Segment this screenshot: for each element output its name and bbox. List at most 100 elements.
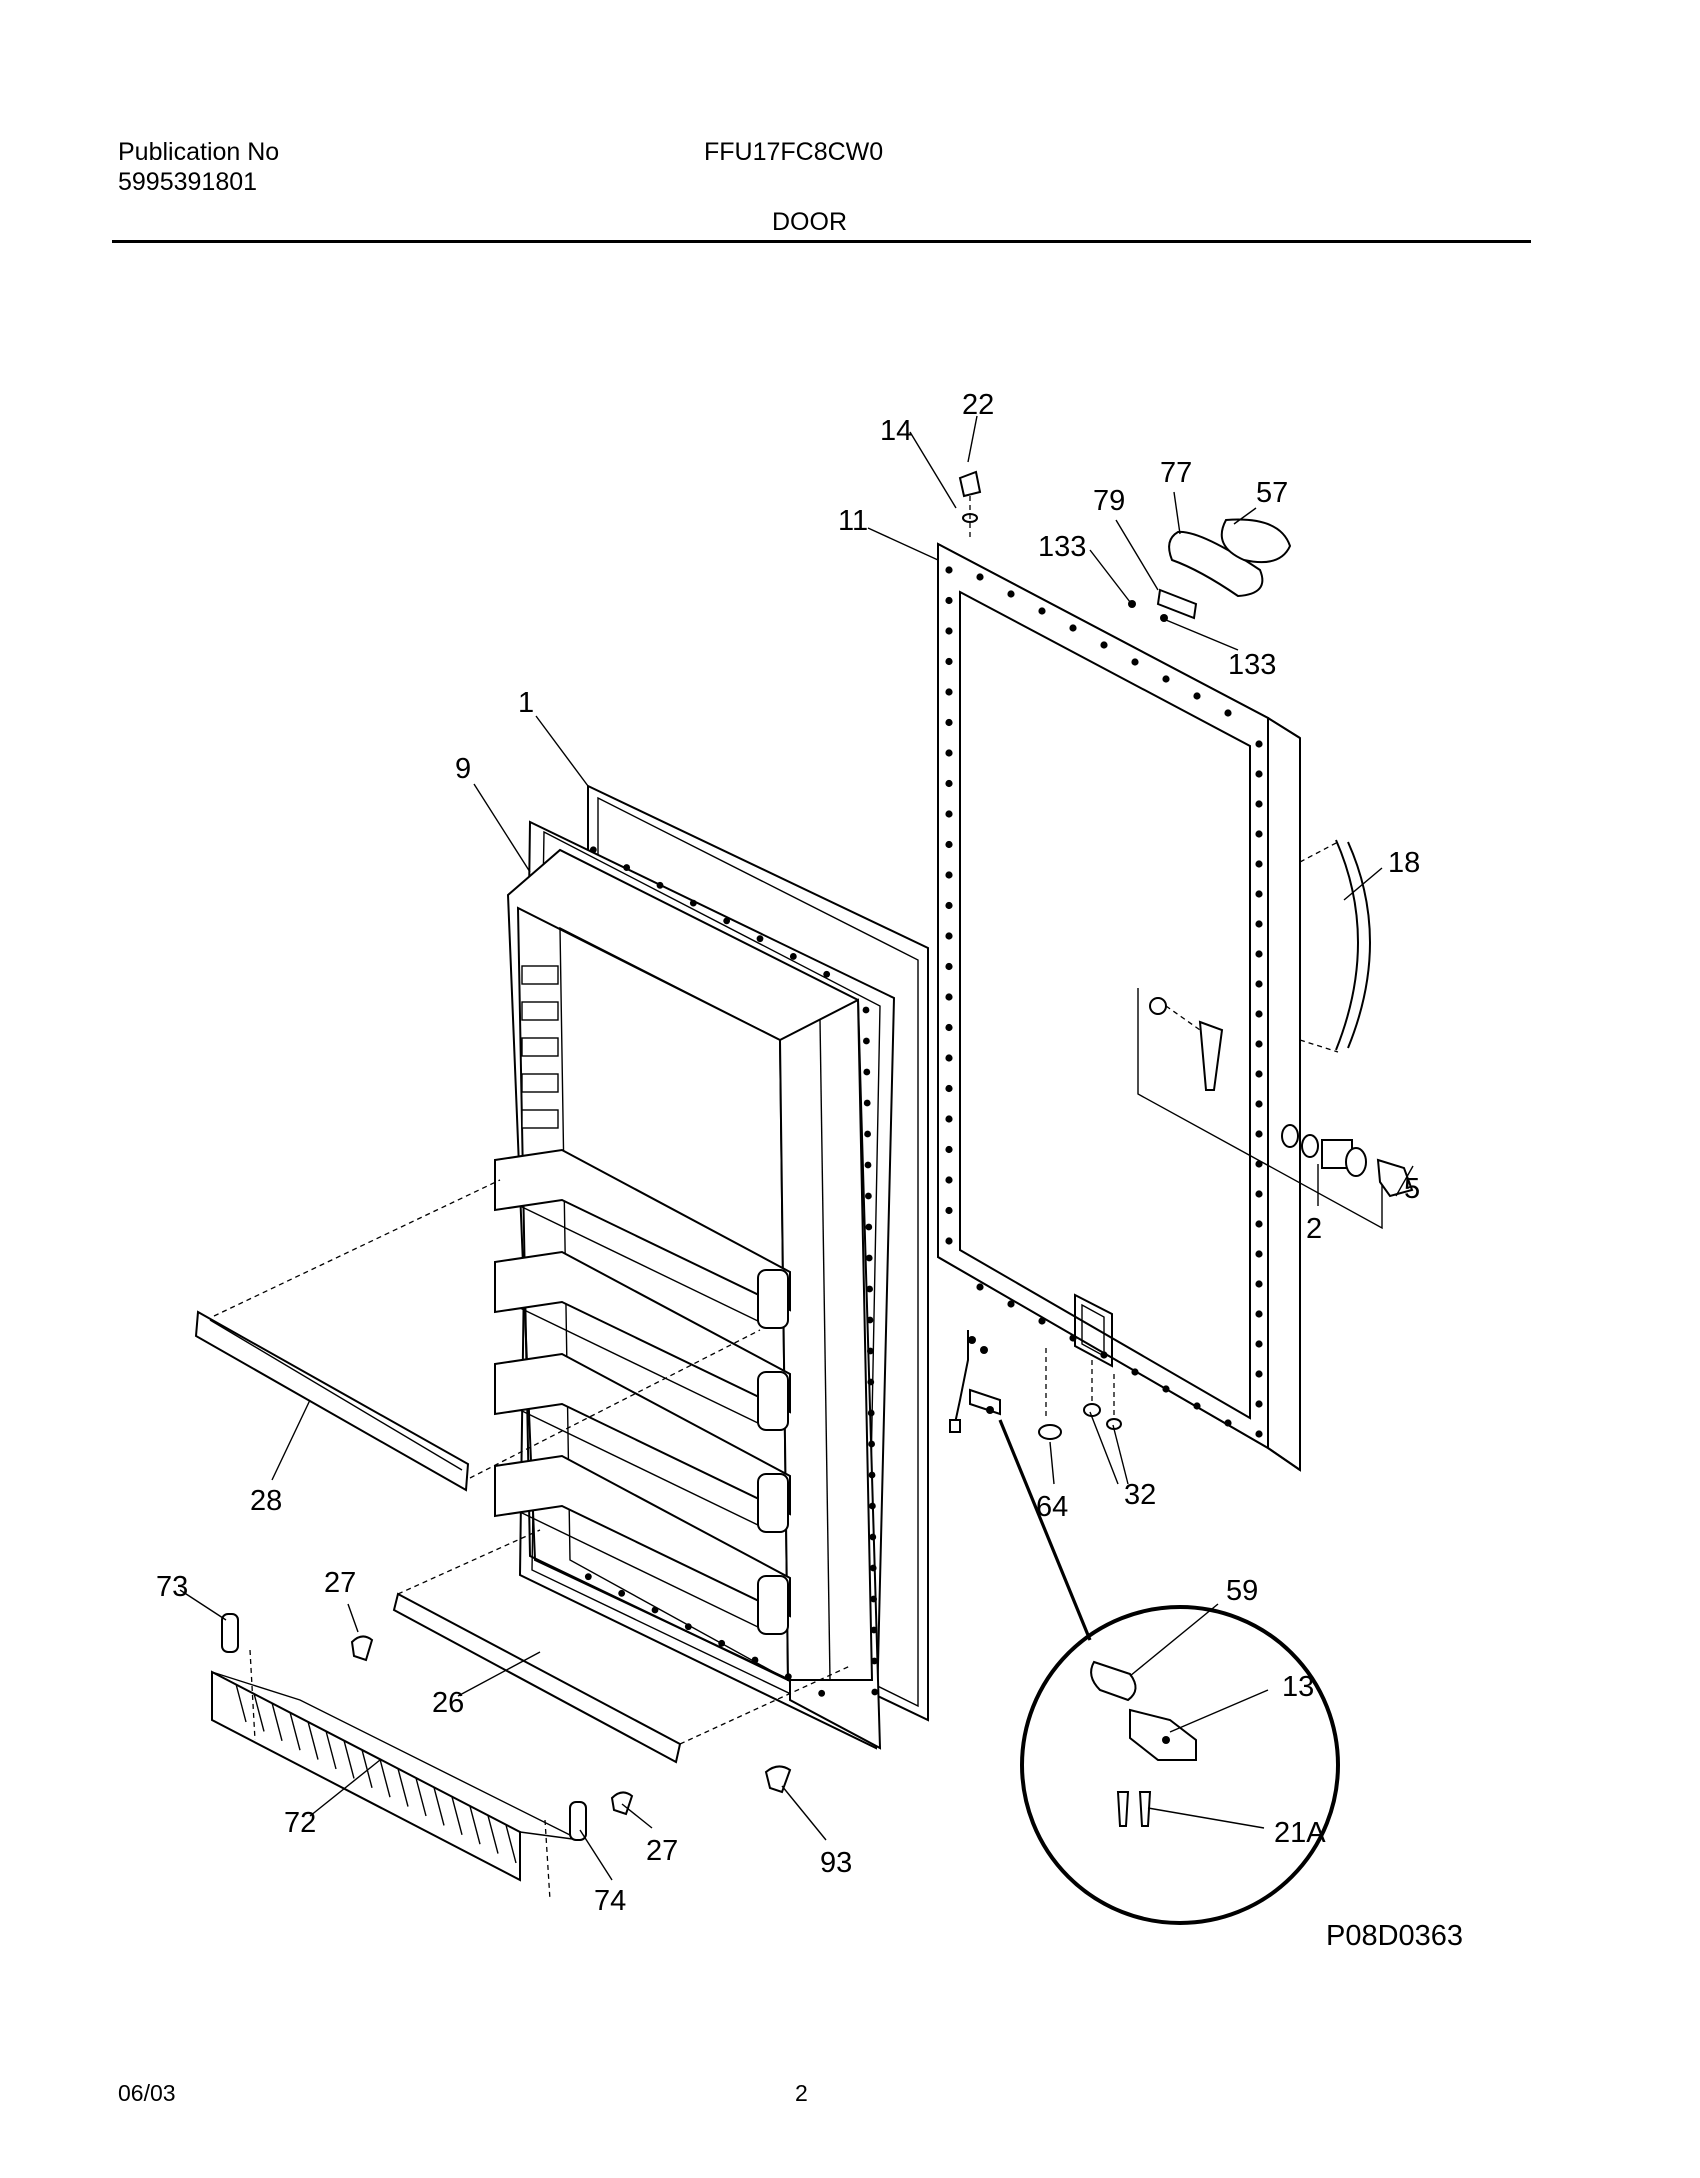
panel-hole — [945, 749, 953, 757]
liner-hole — [623, 864, 631, 871]
door-bin — [494, 1454, 791, 1618]
panel-hole — [1162, 1385, 1170, 1393]
panel-hole — [945, 627, 953, 635]
panel-hole — [1131, 658, 1139, 666]
panel-hole — [945, 1237, 953, 1245]
panel-hole — [1255, 1250, 1263, 1258]
panel-hole — [1255, 1190, 1263, 1198]
callout-1: 1 — [518, 687, 534, 719]
figure-id: P08D0363 — [1326, 1920, 1464, 1952]
door-bin-lip — [519, 1205, 761, 1323]
callout-93: 93 — [820, 1847, 852, 1879]
basket-rib — [505, 1824, 517, 1864]
callout-9: 9 — [455, 753, 471, 785]
panel-hole — [945, 962, 953, 971]
door-bin — [494, 1352, 791, 1516]
panel-hole — [945, 1023, 953, 1032]
section-title: DOOR — [772, 208, 847, 236]
door-handle-18 — [1335, 839, 1359, 1051]
panel-hole — [945, 566, 953, 574]
callout-21a: 21A — [1274, 1817, 1326, 1849]
publication-label: Publication No — [118, 138, 280, 166]
liner-hole — [584, 1573, 592, 1581]
door-bin-end — [757, 1575, 789, 1635]
callout-2: 2 — [1306, 1213, 1322, 1245]
lock-assembly — [1137, 988, 1414, 1230]
liner-hole — [867, 1347, 874, 1355]
panel-hole — [1255, 980, 1263, 988]
callout-79: 79 — [1093, 485, 1125, 517]
callout-26: 26 — [432, 1687, 464, 1719]
basket-rib — [307, 1721, 319, 1760]
liner-hole — [818, 1689, 826, 1697]
panel-hole — [1255, 860, 1263, 868]
liner-hole — [868, 1440, 875, 1448]
panel-hole — [1255, 830, 1263, 838]
door-bin-lip — [519, 1307, 761, 1425]
panel-hole — [945, 596, 953, 605]
liner-hole — [867, 1378, 875, 1386]
liner-hole — [756, 935, 764, 943]
liner-hole — [867, 1409, 875, 1417]
callout-27-lower: 27 — [646, 1835, 678, 1867]
shelf-rail-26 — [392, 1529, 851, 1764]
panel-hole — [1007, 1300, 1015, 1308]
panel-hole — [1255, 1310, 1263, 1318]
panel-hole — [945, 1206, 953, 1215]
liner-hole — [751, 1656, 759, 1664]
panel-hole — [945, 840, 953, 849]
basket-rib — [469, 1806, 481, 1845]
panel-hole — [1224, 1419, 1232, 1427]
liner-hole — [862, 1006, 870, 1014]
panel-hole — [1255, 740, 1263, 748]
panel-hole — [945, 1145, 953, 1154]
panel-hole — [1255, 1340, 1263, 1348]
basket-rib — [433, 1787, 445, 1826]
panel-hole — [945, 779, 953, 788]
door-bin — [494, 1250, 791, 1414]
panel-hole — [1069, 624, 1077, 632]
liner-hole — [863, 1068, 871, 1076]
liner-hole — [656, 881, 664, 889]
liner-hole — [784, 1673, 792, 1681]
liner-hole — [864, 1161, 872, 1169]
basket-rib — [397, 1768, 409, 1807]
panel-hole — [1162, 675, 1170, 683]
liner-hole — [823, 970, 831, 978]
panel-hole — [1255, 1010, 1263, 1018]
panel-hole — [1255, 950, 1263, 958]
callout-73: 73 — [156, 1571, 188, 1603]
panel-hole — [1193, 1402, 1201, 1410]
basket-rib — [415, 1777, 427, 1817]
liner-hole — [869, 1564, 877, 1572]
panel-hole — [1255, 890, 1263, 898]
liner-hole — [618, 1589, 626, 1597]
callout-5: 5 — [1404, 1173, 1420, 1205]
basket-rib — [325, 1730, 337, 1770]
callout-74: 74 — [594, 1885, 626, 1917]
panel-hole — [1255, 1370, 1263, 1378]
panel-hole — [945, 718, 953, 727]
liner-hole — [865, 1192, 872, 1200]
liner-hole — [718, 1639, 726, 1647]
liner-hole — [869, 1533, 877, 1541]
door-liner — [494, 784, 929, 1750]
callout-32: 32 — [1124, 1479, 1156, 1511]
callout-59: 59 — [1226, 1575, 1258, 1607]
door-bin-end — [757, 1269, 789, 1329]
shelf-rail-28 — [194, 1179, 761, 1492]
panel-hole — [1007, 590, 1015, 598]
footer-date: 06/03 — [118, 2080, 176, 2106]
panel-hole — [945, 1084, 953, 1093]
callout-77: 77 — [1160, 457, 1192, 489]
basket-rib — [289, 1712, 301, 1751]
outer-door-panel — [937, 542, 1301, 1472]
callout-28: 28 — [250, 1485, 282, 1517]
liner-hole — [870, 1595, 877, 1603]
panel-hole — [1255, 920, 1263, 928]
panel-hole — [1255, 1100, 1263, 1108]
basket-rib — [235, 1683, 247, 1723]
liner-hole — [869, 1502, 876, 1510]
liner-hole — [866, 1316, 874, 1324]
door-bin-end — [757, 1371, 789, 1431]
